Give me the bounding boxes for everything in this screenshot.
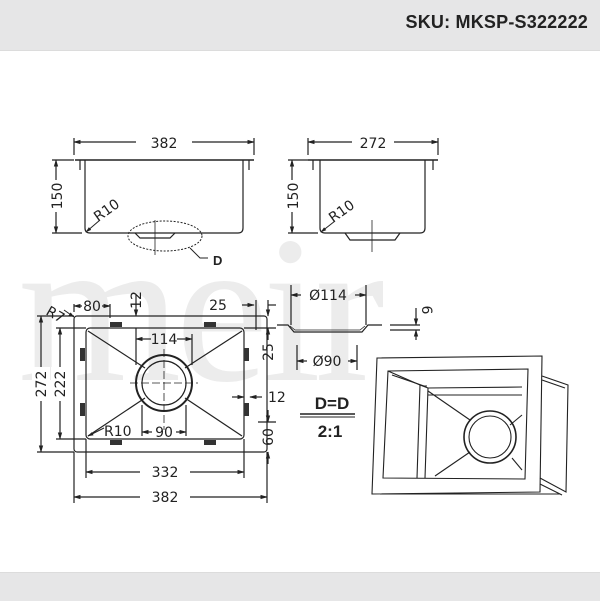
waste-detail: Ø114 6 Ø90 <box>277 285 434 370</box>
side-view: 272 150 R10 <box>283 133 439 252</box>
waste-inner-dim: 90 <box>155 425 173 441</box>
waste-outer-dim: 114 <box>151 332 178 348</box>
clip-offset-dim: 80 <box>83 299 101 315</box>
footer-band <box>0 572 600 601</box>
sku-label: SKU: MKSP-S322222 <box>405 12 588 32</box>
header-band: SKU: MKSP-S322222 <box>0 0 600 51</box>
front-radius-dim: R10 <box>91 196 123 225</box>
flange-side-dim: 25 <box>261 343 277 361</box>
section-label: D=D 2:1 <box>300 394 355 441</box>
inner-height-dim: 222 <box>53 371 69 398</box>
flange-top-dim: 12 <box>129 291 145 309</box>
waste-inner-diameter: Ø90 <box>313 354 342 370</box>
outer-height-dim: 272 <box>34 371 50 398</box>
detail-d-label: D <box>213 253 222 268</box>
clip-side-dim: 12 <box>268 390 286 406</box>
inner-radius-dim: R10 <box>104 424 132 440</box>
outer-width-dim: 382 <box>152 490 179 506</box>
mounting-clips <box>80 322 249 445</box>
inner-width-dim: 332 <box>152 465 179 481</box>
front-width-dim: 382 <box>151 136 178 152</box>
front-height-dim: 150 <box>50 183 66 210</box>
side-radius-dim: R10 <box>326 197 358 226</box>
flange-right-dim: 25 <box>209 298 227 314</box>
waste-outer-diameter: Ø114 <box>309 288 347 304</box>
side-width-dim: 272 <box>360 136 387 152</box>
section-title: D=D <box>315 394 349 413</box>
front-view: 382 D 150 R10 <box>47 133 255 268</box>
clip-bottom-dim: 60 <box>261 428 277 446</box>
plan-corner-radius: R7 <box>43 304 67 327</box>
waste-thickness: 6 <box>418 306 434 315</box>
side-height-dim: 150 <box>286 183 302 210</box>
isometric-view <box>371 355 569 496</box>
section-scale: 2:1 <box>318 422 343 441</box>
plan-view: R7 80 12 114 25 25 12 60 272 <box>32 291 286 506</box>
